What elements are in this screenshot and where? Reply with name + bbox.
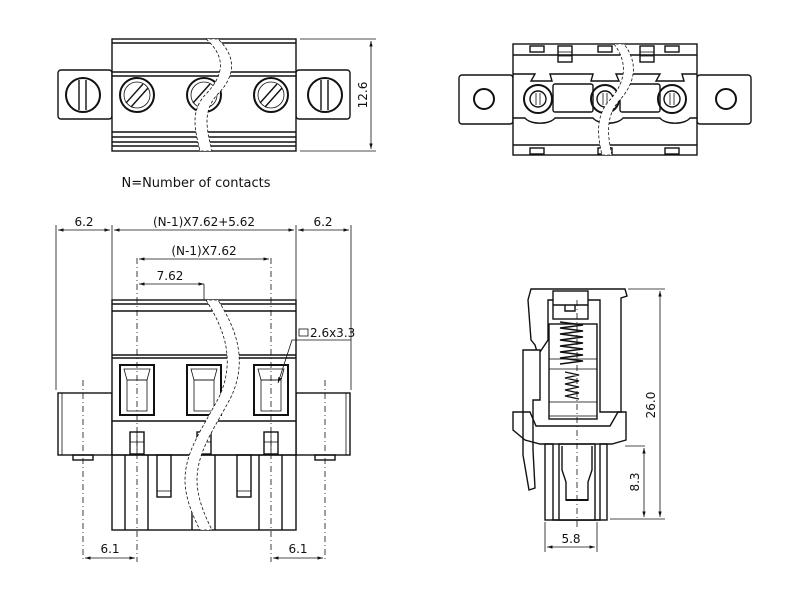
flange-screw-icon [65,77,101,113]
clamp-box [548,323,598,420]
screw-hole-icon [523,84,553,114]
dim-right-offset: 6.1 [288,542,307,556]
dim-top-height: 12.6 [356,82,370,109]
dim-body-width: (N-1)X7.62+5.62 [153,215,255,229]
dim-side-height: 26.0 [644,392,658,419]
dim-left-flange: 6.2 [74,215,93,229]
dim-opening: 2.6x3.3 [310,326,355,340]
break-line [184,299,240,531]
mount-hole-icon [473,88,495,110]
right-flange [295,392,351,456]
flange-screw-icon [307,77,343,113]
break-line [598,43,634,156]
screw-hole-icon [657,84,687,114]
right-flange [696,74,752,125]
dim-pitch: 7.62 [157,269,184,283]
left-flange [458,74,514,125]
top-view: 12.6 [57,38,376,152]
dim-left-offset: 6.1 [100,542,119,556]
housing [527,288,628,413]
cross-section-view: 26.0 8.3 5.8 [512,288,665,552]
spring-icon [559,321,584,400]
break-line [194,38,232,152]
dim-right-flange: 6.2 [313,215,332,229]
wire-opening [186,364,222,416]
dim-pitch-total: (N-1)X7.62 [171,244,236,258]
note-number-of-contacts: N=Number of contacts [121,176,270,191]
dim-pin-width: 5.8 [561,532,580,546]
mount-hole-icon [715,88,737,110]
terminal-screw-icon [119,77,155,113]
terminal-screw-icon [253,77,289,113]
left-flange [57,392,113,456]
front-view [458,43,752,156]
side-view: 6.2 (N-1)X7.62+5.62 6.2 (N-1)X7.62 7.62 [55,215,355,562]
square-symbol-icon [298,328,309,337]
dim-pin-height: 8.3 [628,472,642,491]
